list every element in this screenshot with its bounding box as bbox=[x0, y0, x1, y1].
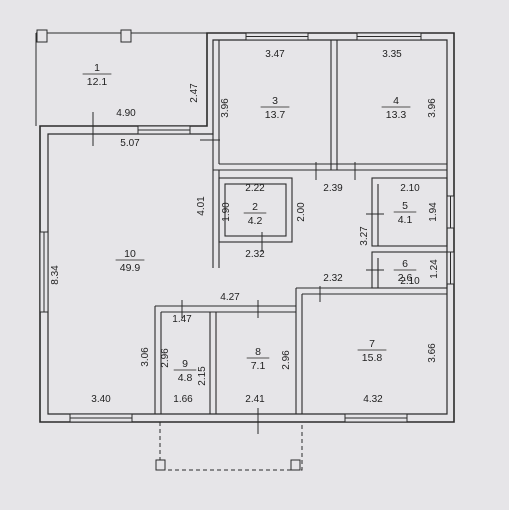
dimension-label: 4.32 bbox=[363, 394, 383, 405]
room-number: 4 bbox=[393, 95, 399, 107]
room-number: 8 bbox=[255, 346, 261, 358]
windows bbox=[39, 32, 455, 423]
room-area: 7.1 bbox=[251, 360, 266, 372]
dimension-label: 3.40 bbox=[91, 394, 111, 405]
dimension-label: 4.01 bbox=[196, 196, 207, 216]
room-labels: 112.124.2313.7413.354.162.6715.887.194.8… bbox=[82, 62, 417, 384]
dimension-label: 2.39 bbox=[323, 183, 343, 194]
dimension-label: 1.47 bbox=[172, 314, 192, 325]
room-7-label: 715.8 bbox=[357, 338, 387, 364]
dimension-label: 3.47 bbox=[265, 49, 285, 60]
room-area: 15.8 bbox=[362, 352, 383, 364]
dimension-label: 2.96 bbox=[160, 348, 171, 368]
dimension-label: 2.10 bbox=[400, 276, 420, 287]
room-1-label: 112.1 bbox=[82, 62, 112, 88]
dimension-label: 1.90 bbox=[221, 202, 232, 222]
room-area: 12.1 bbox=[87, 76, 108, 88]
dimension-label: 8.34 bbox=[50, 265, 61, 285]
dimension-label: 5.07 bbox=[120, 138, 140, 149]
room-9-label: 94.8 bbox=[173, 358, 197, 384]
room-number: 6 bbox=[402, 258, 408, 270]
interior-walls bbox=[154, 40, 448, 414]
room-area: 13.3 bbox=[386, 109, 407, 121]
room-number: 7 bbox=[369, 338, 375, 350]
room-5-label: 54.1 bbox=[393, 200, 417, 226]
dimension-label: 4.90 bbox=[116, 108, 136, 119]
room-number: 10 bbox=[124, 248, 136, 260]
dimension-label: 4.27 bbox=[220, 292, 240, 303]
room-area: 4.2 bbox=[248, 215, 263, 227]
room-number: 1 bbox=[94, 62, 100, 74]
dimension-labels: 4.90 2.47 3.47 3.35 3.96 3.96 5.07 4.01 2.22 1.90… bbox=[50, 49, 440, 405]
doors bbox=[92, 112, 384, 434]
room-3-label: 313.7 bbox=[260, 95, 290, 121]
room-number: 3 bbox=[272, 95, 278, 107]
dimension-label: 2.96 bbox=[281, 350, 292, 370]
room-area: 49.9 bbox=[120, 262, 141, 274]
room-4-label: 413.3 bbox=[381, 95, 411, 121]
dimension-label: 1.94 bbox=[428, 202, 439, 222]
dimension-label: 3.96 bbox=[427, 98, 438, 118]
dimension-label: 3.66 bbox=[427, 343, 438, 363]
room-area: 4.1 bbox=[398, 214, 413, 226]
room-number: 5 bbox=[402, 200, 408, 212]
room-area: 4.8 bbox=[178, 372, 193, 384]
exterior-walls bbox=[35, 29, 455, 423]
dimension-label: 3.96 bbox=[220, 98, 231, 118]
room-number: 9 bbox=[182, 358, 188, 370]
dimension-label: 2.32 bbox=[323, 273, 343, 284]
dimension-label: 2.32 bbox=[245, 249, 265, 260]
dimension-label: 1.24 bbox=[429, 259, 440, 279]
dimension-label: 2.15 bbox=[197, 366, 208, 386]
room-area: 2.6 bbox=[398, 272, 413, 284]
dimension-label: 2.22 bbox=[245, 183, 265, 194]
room-2-label: 24.2 bbox=[243, 201, 267, 227]
room-area: 13.7 bbox=[265, 109, 286, 121]
room-number: 2 bbox=[252, 201, 258, 213]
dimension-label: 2.10 bbox=[400, 183, 420, 194]
dimension-label: 3.06 bbox=[140, 347, 151, 367]
dimension-label: 3.27 bbox=[359, 226, 370, 246]
dimension-label: 2.41 bbox=[245, 394, 265, 405]
dimension-label: 1.66 bbox=[173, 394, 193, 405]
dimension-label: 2.47 bbox=[189, 83, 200, 103]
porch-posts bbox=[155, 459, 301, 471]
entrance-porch bbox=[159, 422, 303, 471]
room-6-label: 62.6 bbox=[393, 258, 417, 284]
room-8-label: 87.1 bbox=[246, 346, 270, 372]
dimension-label: 3.35 bbox=[382, 49, 402, 60]
room-10-label: 10 49.9 bbox=[115, 248, 145, 274]
dimension-label: 2.00 bbox=[296, 202, 307, 222]
